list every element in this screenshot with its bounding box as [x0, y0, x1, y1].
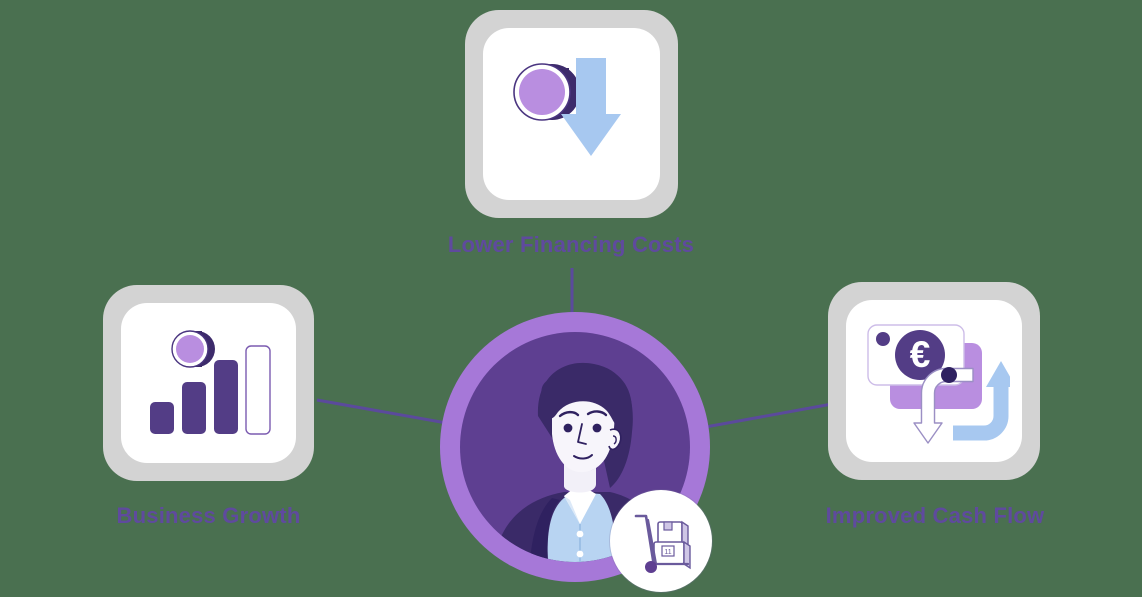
card-frame-left [103, 285, 314, 481]
card-frame-top [465, 10, 678, 218]
svg-text:11: 11 [664, 549, 671, 556]
node-label-top: Lower Financing Costs [447, 232, 695, 257]
node-label-right: Improved Cash Flow [825, 503, 1045, 528]
node-label-left: Business Growth [116, 503, 301, 528]
svg-text:€: € [910, 334, 931, 375]
bar-chart-growth-coin-icon [149, 330, 271, 435]
card-surface-right: € [846, 300, 1022, 462]
card-surface-top [483, 28, 660, 200]
hand-truck-badge: 11 [610, 490, 712, 592]
connector-right-to-hub [699, 402, 833, 430]
hand-truck-boxes-icon: 11 [634, 514, 691, 573]
central-hub[interactable]: 11 [440, 312, 712, 592]
coin-down-arrow-icon [512, 58, 621, 156]
connector-left-to-hub [316, 398, 453, 426]
card-surface-left [121, 303, 296, 463]
euro-banknote-cycle-arrows-icon: € [867, 324, 1010, 444]
card-frame-right: € [828, 282, 1040, 480]
